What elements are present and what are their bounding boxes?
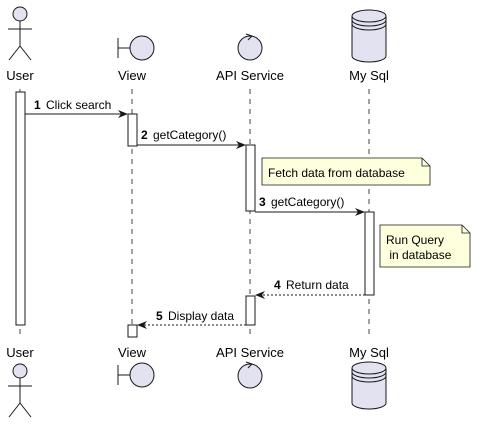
participant-db-label: My Sql [349,68,389,83]
participant-user-label-bottom: User [6,345,34,360]
activation-view-2 [127,324,138,338]
participant-db-label-bottom: My Sql [349,345,389,360]
database-icon [351,361,387,410]
message-5-label: Display data [168,309,234,323]
note-run-query-line-2: in database [386,248,452,262]
activation-api [245,144,256,212]
note-fetch-data: Fetch data from database [261,157,431,186]
participant-user-label: User [6,68,34,83]
message-1-label: Click search [46,98,111,112]
note-fetch-data-text: Fetch data from database [268,166,405,180]
message-2-number: 2 [141,128,148,142]
participant-view-label-bottom: View [118,345,147,360]
boundary-icon [117,35,155,61]
boundary-icon [117,362,155,388]
message-3-label: getCategory() [271,195,344,209]
activation-db [364,211,375,296]
message-3-number: 3 [259,195,266,209]
activation-api-2 [245,295,256,326]
message-4-label: Return data [286,278,349,292]
control-icon [237,33,263,61]
participant-view-label: View [118,68,147,83]
note-run-query: Run Query in database [379,224,471,268]
database-icon [351,9,387,63]
participant-api-label: API Service [216,68,284,83]
message-1-number: 1 [34,98,41,112]
activation-user [15,91,26,326]
actor-icon [8,363,32,418]
activation-bars [15,91,375,338]
activation-view [127,113,138,147]
actor-icon [8,6,32,61]
participant-api-label-bottom: API Service [216,345,284,360]
note-run-query-line-1: Run Query [386,233,444,247]
message-5-number: 5 [156,309,163,323]
message-2-label: getCategory() [153,128,226,142]
message-4-number: 4 [274,278,281,292]
lifelines [19,89,370,337]
control-icon [237,361,263,389]
